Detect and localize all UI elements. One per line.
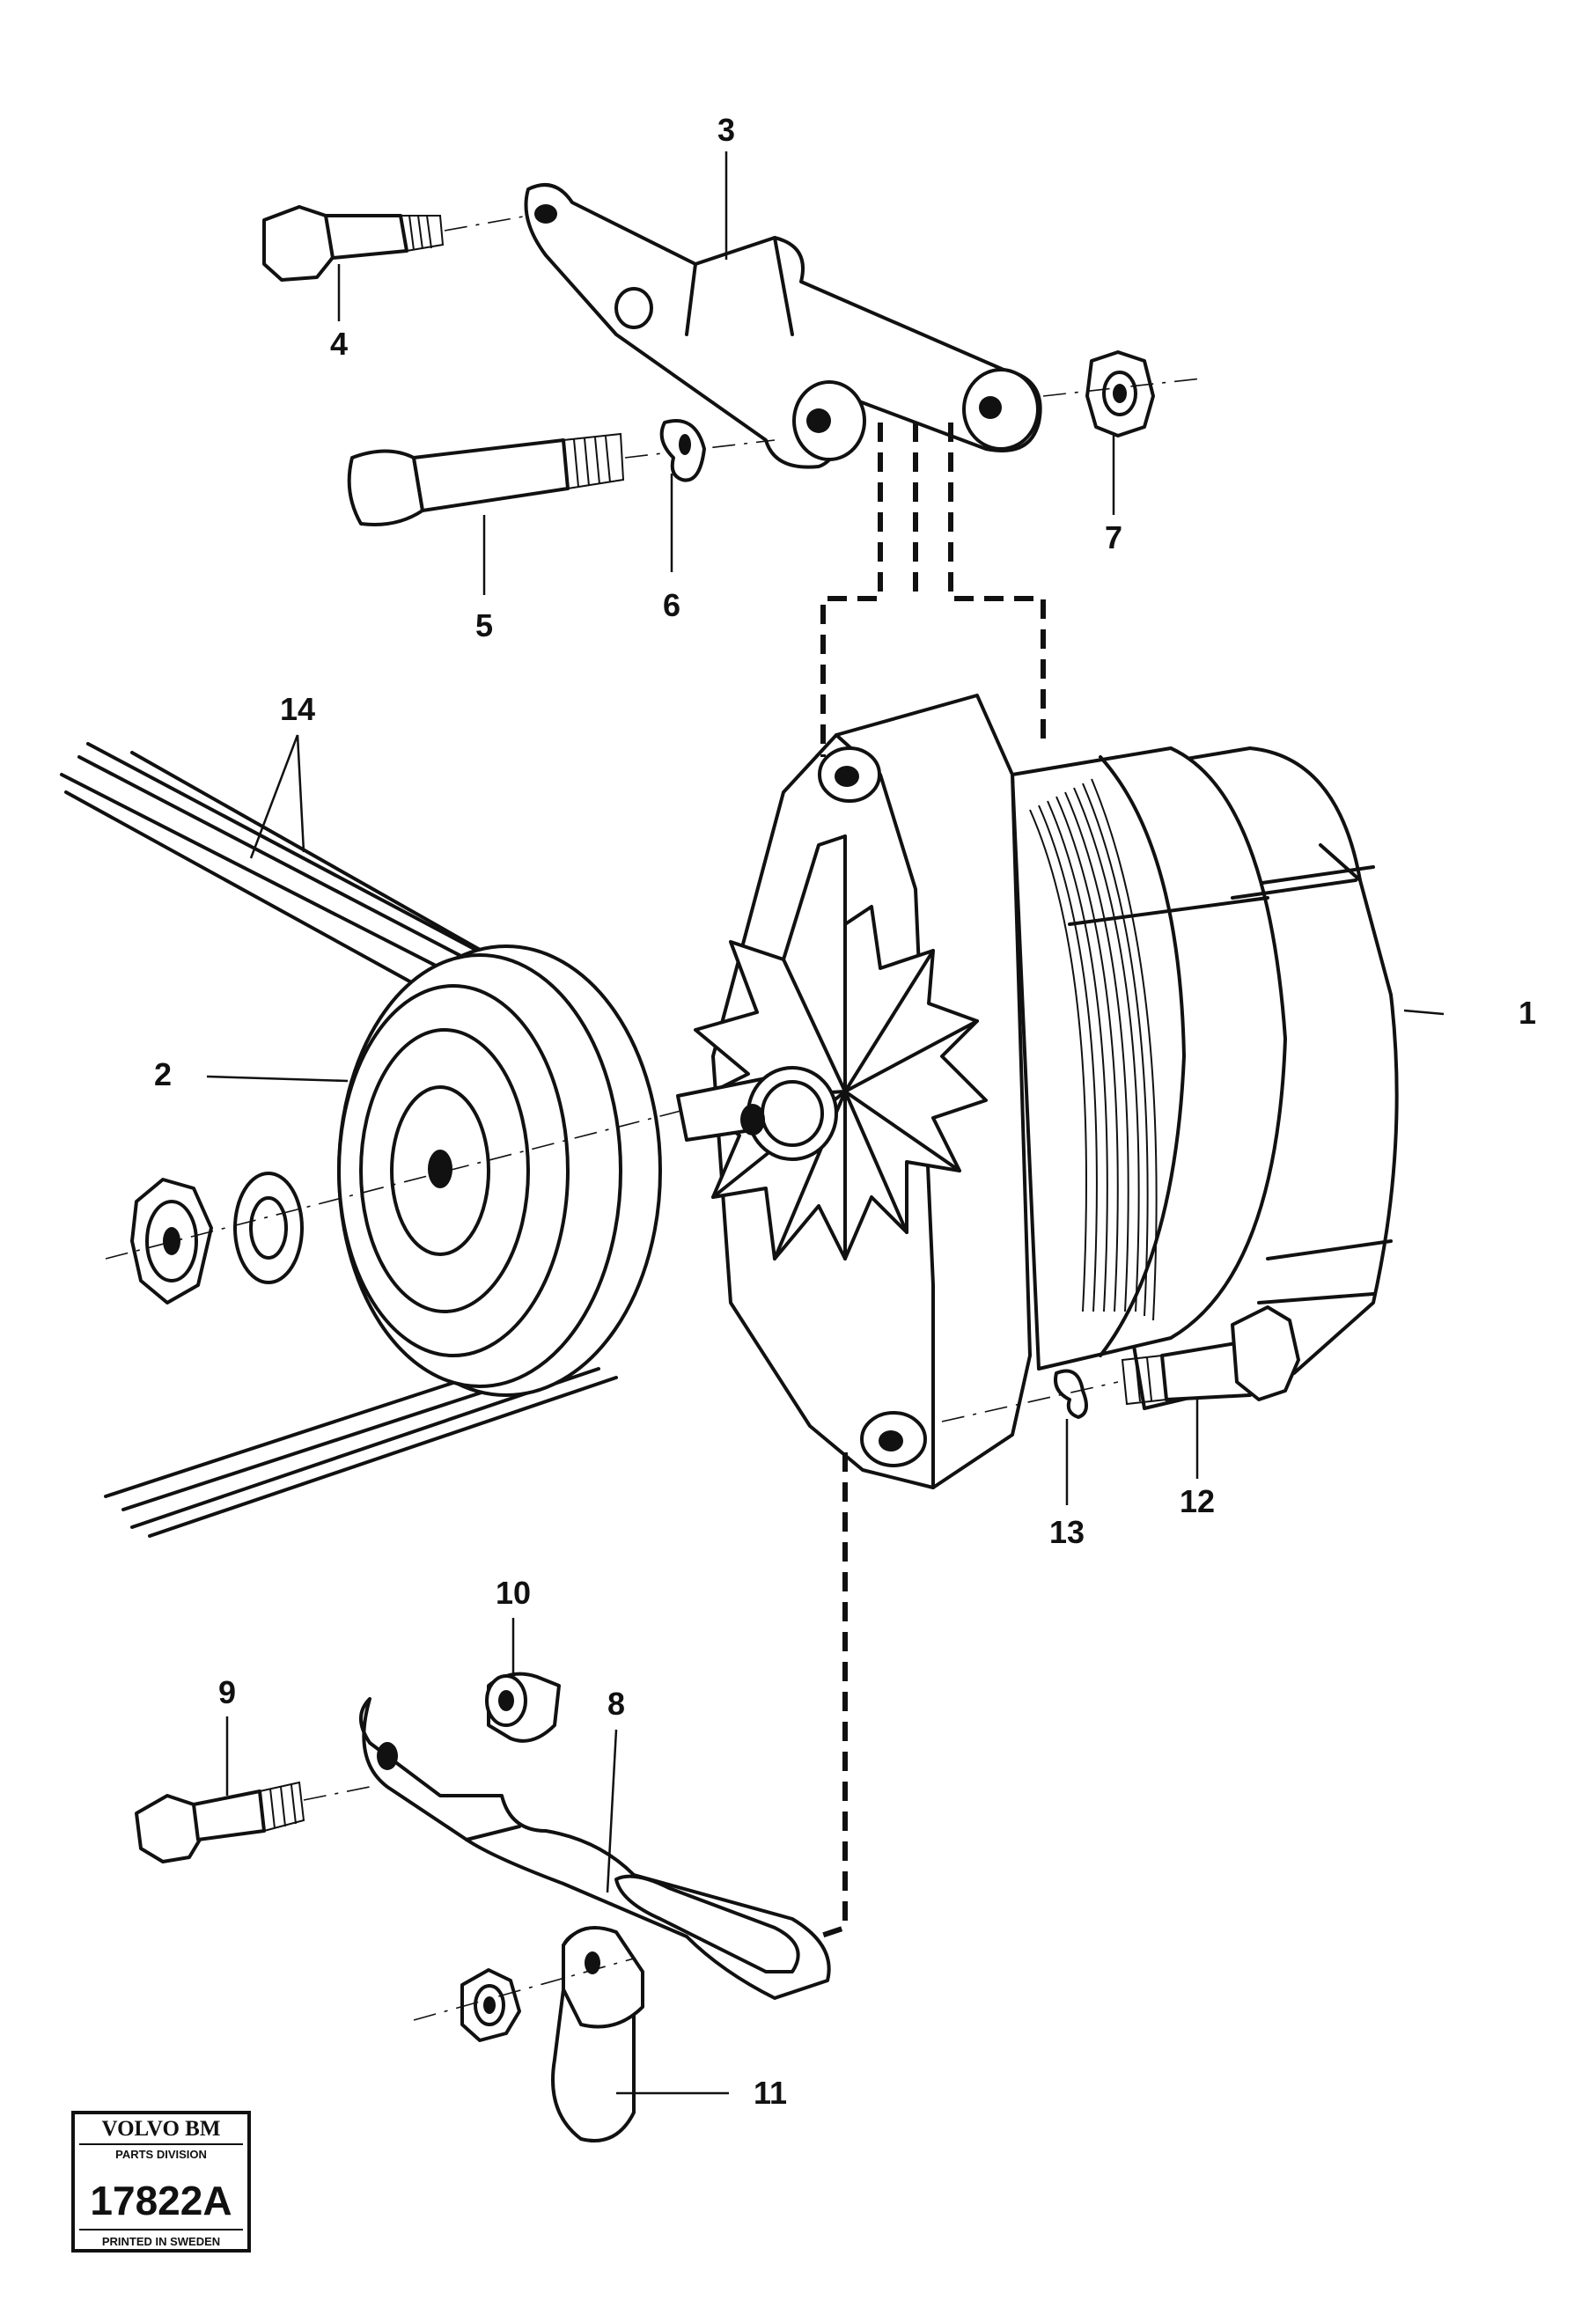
bracket-clamp [551, 1926, 644, 2142]
pulley-nut [130, 1178, 213, 1304]
tension-strap [359, 1697, 831, 2000]
callout-9: 9 [218, 1674, 236, 1710]
bolt-9 [135, 1781, 305, 1863]
bolt-4 [262, 205, 445, 282]
lock-washer-6 [659, 419, 706, 482]
bracket [524, 183, 1042, 469]
callout-1: 1 [1519, 995, 1536, 1031]
clamp-nut [460, 1968, 521, 2042]
stamp-printed: PRINTED IN SWEDEN [102, 2235, 220, 2248]
callout-7: 7 [1105, 519, 1122, 555]
pulley [337, 944, 662, 1397]
callout-13: 13 [1049, 1514, 1085, 1550]
callout-2: 2 [154, 1056, 172, 1092]
callout-11: 11 [754, 2075, 787, 2111]
nut-7 [1085, 350, 1155, 437]
stamp-number: 17822A [90, 2178, 232, 2223]
stamp-division: PARTS DIVISION [115, 2148, 207, 2161]
bolt-5 [347, 432, 625, 526]
pulley-washer [233, 1172, 304, 1284]
bolt-12 [1121, 1305, 1300, 1406]
callout-14: 14 [280, 691, 315, 727]
callout-labels: 1 2 3 4 5 6 7 8 9 10 11 12 13 14 [154, 112, 1536, 2111]
callout-5: 5 [475, 607, 493, 643]
lock-washer-13 [1054, 1369, 1088, 1419]
assembly-dashed-lines [818, 423, 1046, 1939]
callout-6: 6 [663, 587, 680, 623]
callout-3: 3 [717, 112, 735, 148]
stamp-brand: VOLVO BM [102, 2117, 221, 2141]
alternator [676, 694, 1399, 1489]
callout-10: 10 [496, 1575, 531, 1611]
stator-winding [1029, 778, 1158, 1321]
leader-lines [206, 151, 1445, 2095]
callout-12: 12 [1180, 1483, 1215, 1519]
callout-8: 8 [607, 1686, 625, 1722]
spacer-10 [485, 1672, 561, 1743]
v-belts [60, 742, 618, 1538]
volvo-bm-stamp: VOLVO BM PARTS DIVISION 17822A PRINTED I… [71, 2111, 251, 2253]
callout-4: 4 [330, 326, 348, 362]
